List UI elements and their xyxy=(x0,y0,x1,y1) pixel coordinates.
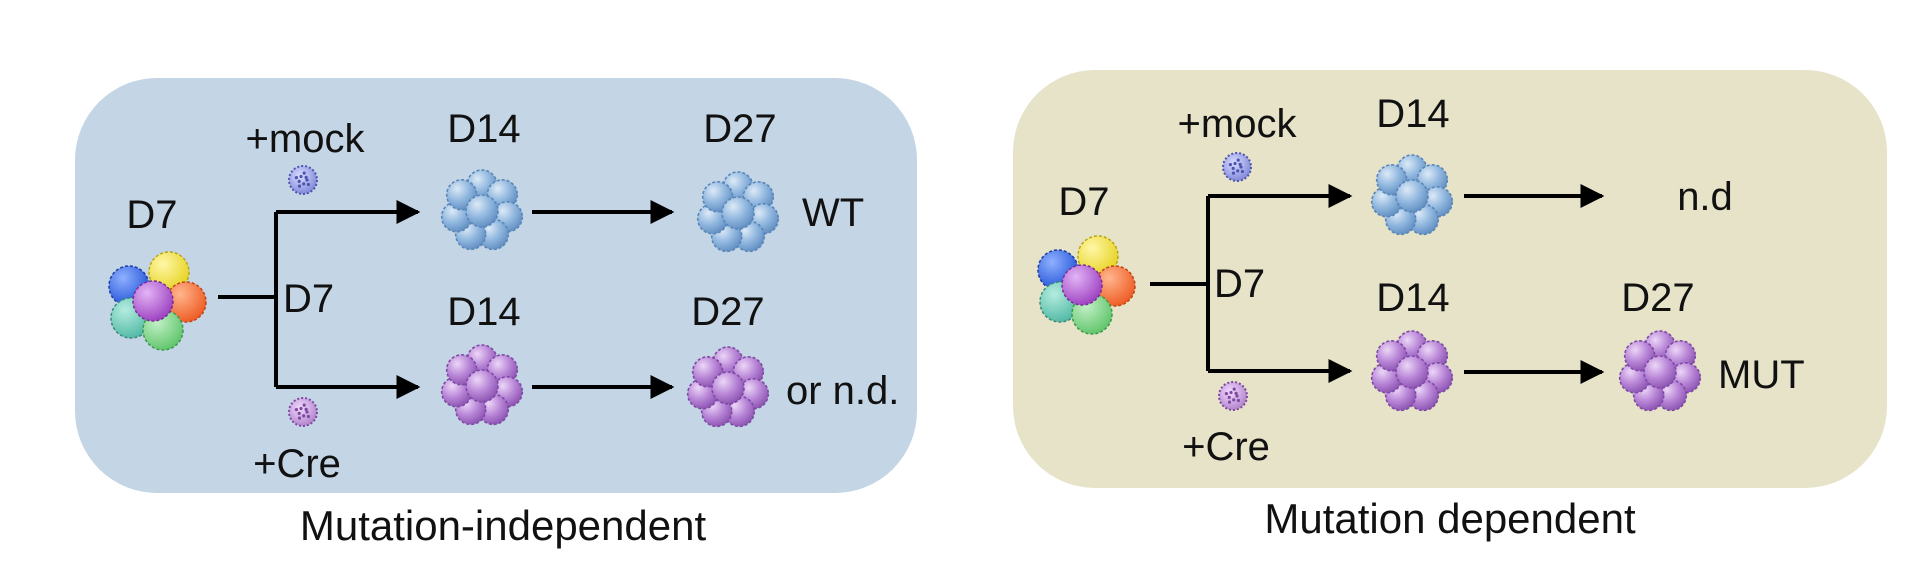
mock-virus-icon xyxy=(1222,152,1252,182)
cell-icon xyxy=(721,196,755,230)
top-result-label: WT xyxy=(802,191,864,235)
mixed-cell-cluster xyxy=(1037,235,1136,335)
branch-connector xyxy=(1150,196,1210,371)
cell-icon xyxy=(465,194,499,228)
mock-virus-icon xyxy=(288,165,318,195)
cell-icon xyxy=(132,280,174,322)
top-result-label: n.d xyxy=(1677,175,1733,219)
mut-organoid-icon xyxy=(1618,330,1702,412)
start-day-label: D7 xyxy=(1058,180,1109,224)
top-treatment-label: +mock xyxy=(1178,102,1298,146)
mut-organoid-icon xyxy=(440,344,524,426)
branch-connector xyxy=(218,212,278,387)
bottom-treatment-label: +Cre xyxy=(1182,425,1270,469)
start-day-label: D7 xyxy=(126,193,177,237)
bottom-result-label: MUT xyxy=(1718,353,1805,397)
cell-icon xyxy=(465,369,499,403)
branch-day-label: D7 xyxy=(1214,262,1265,306)
mut-organoid-icon xyxy=(686,346,770,428)
cell-icon xyxy=(1395,355,1429,389)
mut-organoid-icon xyxy=(1370,330,1454,412)
wt-organoid-icon xyxy=(1370,154,1454,236)
cre-virus-icon xyxy=(288,397,318,427)
top-mid-day-label: D14 xyxy=(447,107,520,151)
top-treatment-label: +mock xyxy=(246,117,366,161)
cell-icon xyxy=(711,371,745,405)
top-mid-day-label: D14 xyxy=(1376,92,1449,136)
panel-background xyxy=(1013,70,1887,488)
mixed-cell-cluster xyxy=(108,251,207,351)
cell-icon xyxy=(1643,355,1677,389)
bottom-mid-day-label: D14 xyxy=(1376,276,1449,320)
bottom-end-day-label: D27 xyxy=(691,290,764,334)
cre-virus-icon xyxy=(1218,381,1248,411)
cell-icon xyxy=(1061,264,1103,306)
bottom-end-day-label: D27 xyxy=(1621,276,1694,320)
bottom-mid-day-label: D14 xyxy=(447,290,520,334)
wt-organoid-icon xyxy=(440,169,524,251)
wt-organoid-icon xyxy=(696,171,780,253)
panel-caption: Mutation-independent xyxy=(300,502,707,549)
panel-caption: Mutation dependent xyxy=(1264,495,1636,542)
branch-day-label: D7 xyxy=(283,277,334,321)
bottom-treatment-label: +Cre xyxy=(253,442,341,486)
cell-icon xyxy=(1395,179,1429,213)
bottom-result-label: or n.d. xyxy=(786,369,899,413)
panel-mutation-independent: D7 D7 +mock +Cre D14 D27 WT D14 D27 or n… xyxy=(75,78,917,549)
top-end-day-label: D27 xyxy=(703,107,776,151)
panel-mutation-dependent: D7 D7 +mock +Cre D14 n.d D14 D27 MUT Mut… xyxy=(1013,70,1887,542)
